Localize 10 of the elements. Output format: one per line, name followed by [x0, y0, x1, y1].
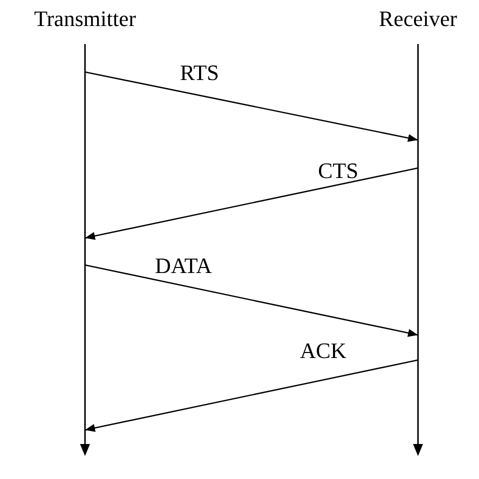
- message-arrow: [84, 71, 418, 142]
- message-label: RTS: [180, 62, 220, 84]
- participant-label: Transmitter: [33, 6, 137, 32]
- participant-label: Receiver: [378, 6, 458, 32]
- message-label: ACK: [300, 340, 346, 362]
- message-label: CTS: [318, 160, 358, 182]
- message-arrow: [84, 264, 418, 337]
- message-arrow: [84, 359, 418, 432]
- message-arrow: [84, 167, 418, 240]
- message-label: DATA: [155, 255, 212, 277]
